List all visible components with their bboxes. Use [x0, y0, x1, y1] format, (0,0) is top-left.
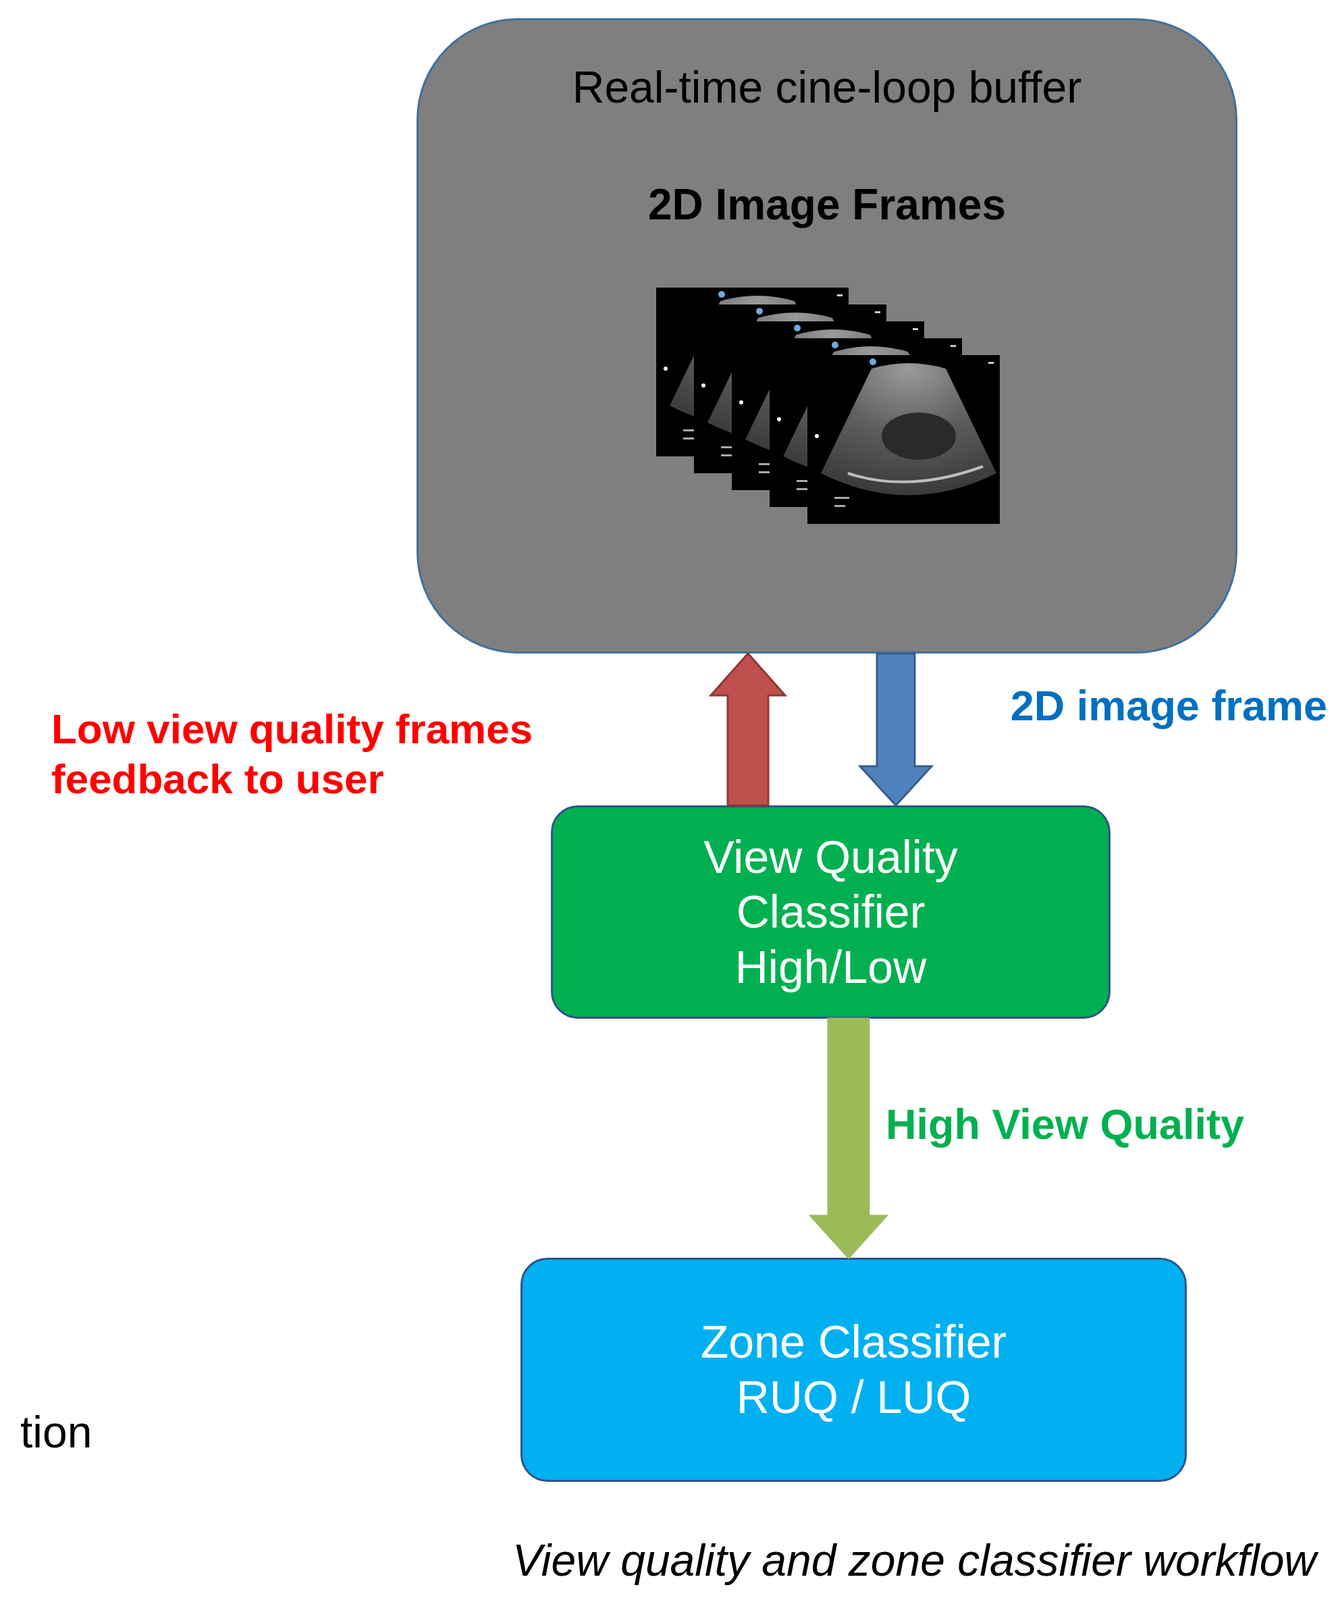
block-arrow — [860, 653, 932, 806]
scale-tick — [912, 328, 919, 331]
node-title: Zone Classifier RUQ / LUQ — [664, 1314, 1043, 1425]
annotation-mark — [720, 454, 732, 457]
node-title: View Quality Classifier High/Low — [672, 829, 990, 996]
block-arrow — [710, 653, 786, 806]
scale-tick — [874, 311, 881, 314]
frame-background — [807, 355, 1000, 524]
depth-marker — [701, 383, 706, 388]
node-title: Real-time cine-loop buffer — [572, 60, 1083, 115]
annotation-mark — [683, 437, 694, 440]
edge-label: High View Quality — [885, 1099, 1245, 1151]
scale-tick — [950, 344, 956, 347]
depth-marker — [739, 400, 744, 405]
ultrasound-fan — [820, 363, 997, 496]
annotation-mark — [834, 496, 850, 499]
annotation-mark — [834, 504, 846, 507]
tissue-line — [847, 466, 983, 483]
scale-tick — [988, 361, 994, 364]
process-box: View Quality Classifier High/Low — [550, 805, 1111, 1019]
node-heading: 2D Image Frames — [648, 178, 1006, 231]
edge-label: 2D image frame — [1010, 680, 1328, 732]
figure-caption: View quality and zone classifier workflo… — [512, 1533, 1317, 1588]
block-arrow — [810, 1018, 887, 1258]
annotation-mark — [796, 488, 808, 491]
cropped-text: tion — [20, 1405, 92, 1459]
depth-marker — [777, 417, 782, 422]
probe-marker — [831, 341, 839, 349]
scale-tick — [837, 294, 843, 297]
process-box: Zone Classifier RUQ / LUQ — [520, 1257, 1187, 1482]
probe-marker — [869, 358, 877, 366]
depth-marker — [663, 366, 668, 371]
ultrasound-frame — [807, 355, 1000, 524]
probe-marker — [793, 324, 801, 332]
depth-marker — [814, 434, 819, 439]
annotation-mark — [758, 471, 770, 474]
edge-label: Low view quality frames feedback to user — [51, 704, 659, 805]
probe-marker — [756, 307, 763, 315]
organ-shadow — [881, 412, 956, 460]
probe-marker — [718, 290, 726, 298]
